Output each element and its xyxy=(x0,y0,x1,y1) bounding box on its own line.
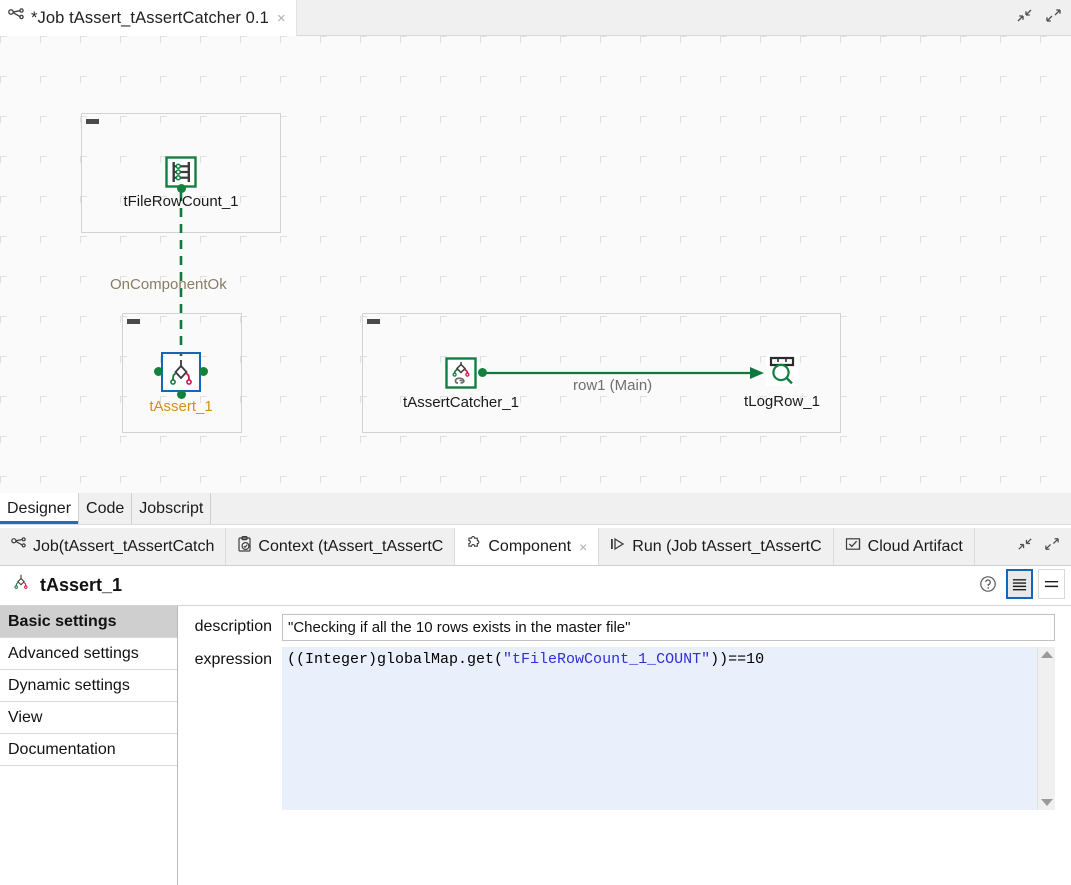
description-row: description "Checking if all the 10 rows… xyxy=(178,614,1071,641)
nav-item-label: Documentation xyxy=(8,740,116,758)
log-row-icon xyxy=(766,354,798,386)
nav-item-label: Basic settings xyxy=(8,612,117,630)
view-tabs-filler xyxy=(211,493,1071,524)
job-design-canvas[interactable]: OnComponentOk row1 (Main) tFileRowCo xyxy=(0,36,1071,493)
panel-tabs-filler xyxy=(975,528,1006,565)
job-icon xyxy=(11,537,27,556)
nav-item-basic-settings[interactable]: Basic settings xyxy=(0,606,177,638)
node-label[interactable]: tFileRowCount_1 xyxy=(123,193,239,210)
component-properties-panel: tAssert_1 xyxy=(0,565,1071,885)
subjob-collapse-handle[interactable] xyxy=(86,119,99,124)
node-label[interactable]: tAssert_1 xyxy=(149,398,213,415)
editor-tabbar: *Job tAssert_tAssertCatcher 0.1 × xyxy=(0,0,1071,36)
close-icon[interactable]: × xyxy=(276,9,286,27)
nav-item-documentation[interactable]: Documentation xyxy=(0,734,177,766)
expression-scrollbar[interactable] xyxy=(1037,647,1055,810)
page-title: tAssert_1 xyxy=(40,575,123,595)
cloud-artifact-icon xyxy=(845,537,862,556)
description-label: description xyxy=(194,618,272,635)
expression-prefix: ((Integer)globalMap.get( xyxy=(287,651,504,668)
properties-header: tAssert_1 xyxy=(0,566,1071,606)
context-icon xyxy=(237,536,252,557)
subjob-collapse-handle[interactable] xyxy=(367,319,380,324)
panel-tab-label: Component xyxy=(488,537,572,555)
panel-tab-component[interactable]: Component × xyxy=(455,528,600,565)
tab-jobscript-label: Jobscript xyxy=(139,499,204,517)
properties-side-nav: Basic settings Advanced settings Dynamic… xyxy=(0,606,178,885)
node-label[interactable]: tAssertCatcher_1 xyxy=(403,394,519,411)
subjob-collapse-handle[interactable] xyxy=(127,319,140,324)
nav-item-label: Dynamic settings xyxy=(8,676,130,694)
node-port-right[interactable] xyxy=(478,368,487,377)
node-port-bottom[interactable] xyxy=(177,390,186,399)
connection-label-oncomponentok[interactable]: OnComponentOk xyxy=(110,276,227,293)
file-row-count-icon xyxy=(165,156,197,188)
nav-item-label: Advanced settings xyxy=(8,644,139,662)
bottom-panel-tabs: Job(tAssert_tAssertCatch Context (tAsser… xyxy=(0,528,1071,565)
panel-tab-label: Cloud Artifact xyxy=(867,537,963,555)
panel-tab-run[interactable]: Run (Job tAssert_tAssertC xyxy=(599,528,834,565)
window-controls xyxy=(1015,6,1063,25)
nav-item-advanced-settings[interactable]: Advanced settings xyxy=(0,638,177,670)
expression-textarea[interactable]: ((Integer)globalMap.get("tFileRowCount_1… xyxy=(282,647,1037,810)
expression-editor[interactable]: ((Integer)globalMap.get("tFileRowCount_1… xyxy=(282,647,1055,810)
editor-view-tabs: Designer Code Jobscript xyxy=(0,493,1071,525)
subjob-box-assertcatcher[interactable] xyxy=(362,313,841,433)
nav-item-dynamic-settings[interactable]: Dynamic settings xyxy=(0,670,177,702)
help-icon[interactable] xyxy=(974,569,1001,599)
maximize-icon[interactable] xyxy=(1043,535,1061,558)
node-port-right[interactable] xyxy=(199,367,208,376)
tab-designer[interactable]: Designer xyxy=(0,493,80,524)
panel-tab-label: Run (Job tAssert_tAssertC xyxy=(632,537,822,555)
list-view-icon[interactable] xyxy=(1006,569,1033,599)
expression-label: expression xyxy=(194,651,272,668)
description-input[interactable]: "Checking if all the 10 rows exists in t… xyxy=(282,614,1055,641)
connection-label-row1[interactable]: row1 (Main) xyxy=(573,377,653,394)
panel-tab-cloud-artifact[interactable]: Cloud Artifact xyxy=(834,528,975,565)
panel-tab-job[interactable]: Job(tAssert_tAssertCatch xyxy=(0,528,227,565)
compact-view-icon[interactable] xyxy=(1038,569,1065,599)
canvas-grid xyxy=(0,36,1071,493)
run-icon xyxy=(610,537,626,556)
editor-tab-job[interactable]: *Job tAssert_tAssertCatcher 0.1 × xyxy=(0,0,297,36)
node-port-left[interactable] xyxy=(154,367,163,376)
puzzle-icon xyxy=(466,536,482,557)
basic-settings-form: description "Checking if all the 10 rows… xyxy=(178,606,1071,885)
job-icon xyxy=(8,8,25,28)
editor-tab-title: *Job tAssert_tAssertCatcher 0.1 xyxy=(31,8,269,27)
properties-body: Basic settings Advanced settings Dynamic… xyxy=(0,606,1071,885)
assert-icon xyxy=(10,573,32,598)
close-icon[interactable]: × xyxy=(579,538,588,555)
nav-item-label: View xyxy=(8,708,43,726)
tab-designer-label: Designer xyxy=(7,499,72,517)
expression-string-literal: "tFileRowCount_1_COUNT" xyxy=(503,651,711,668)
tab-jobscript[interactable]: Jobscript xyxy=(132,493,212,524)
maximize-icon[interactable] xyxy=(1044,6,1063,25)
nav-item-view[interactable]: View xyxy=(0,702,177,734)
expression-row: expression ((Integer)globalMap.get("tFil… xyxy=(178,647,1071,810)
assert-icon xyxy=(165,356,197,388)
panel-window-controls xyxy=(1006,528,1071,565)
scroll-up-arrow[interactable] xyxy=(1040,651,1053,658)
tab-code[interactable]: Code xyxy=(79,493,133,524)
node-port-bottom[interactable] xyxy=(177,184,186,193)
panel-tab-label: Job(tAssert_tAssertCatch xyxy=(33,537,215,555)
node-label[interactable]: tLogRow_1 xyxy=(744,393,820,410)
expression-suffix: ))==10 xyxy=(710,651,765,668)
panel-tab-label: Context (tAssert_tAssertC xyxy=(258,537,444,555)
scroll-down-arrow[interactable] xyxy=(1040,799,1053,806)
tab-code-label: Code xyxy=(86,499,125,517)
assert-catcher-icon xyxy=(445,357,477,389)
minimize-icon[interactable] xyxy=(1016,535,1034,558)
panel-tab-context[interactable]: Context (tAssert_tAssertC xyxy=(226,528,456,565)
properties-header-controls xyxy=(974,569,1065,599)
minimize-icon[interactable] xyxy=(1015,6,1034,25)
